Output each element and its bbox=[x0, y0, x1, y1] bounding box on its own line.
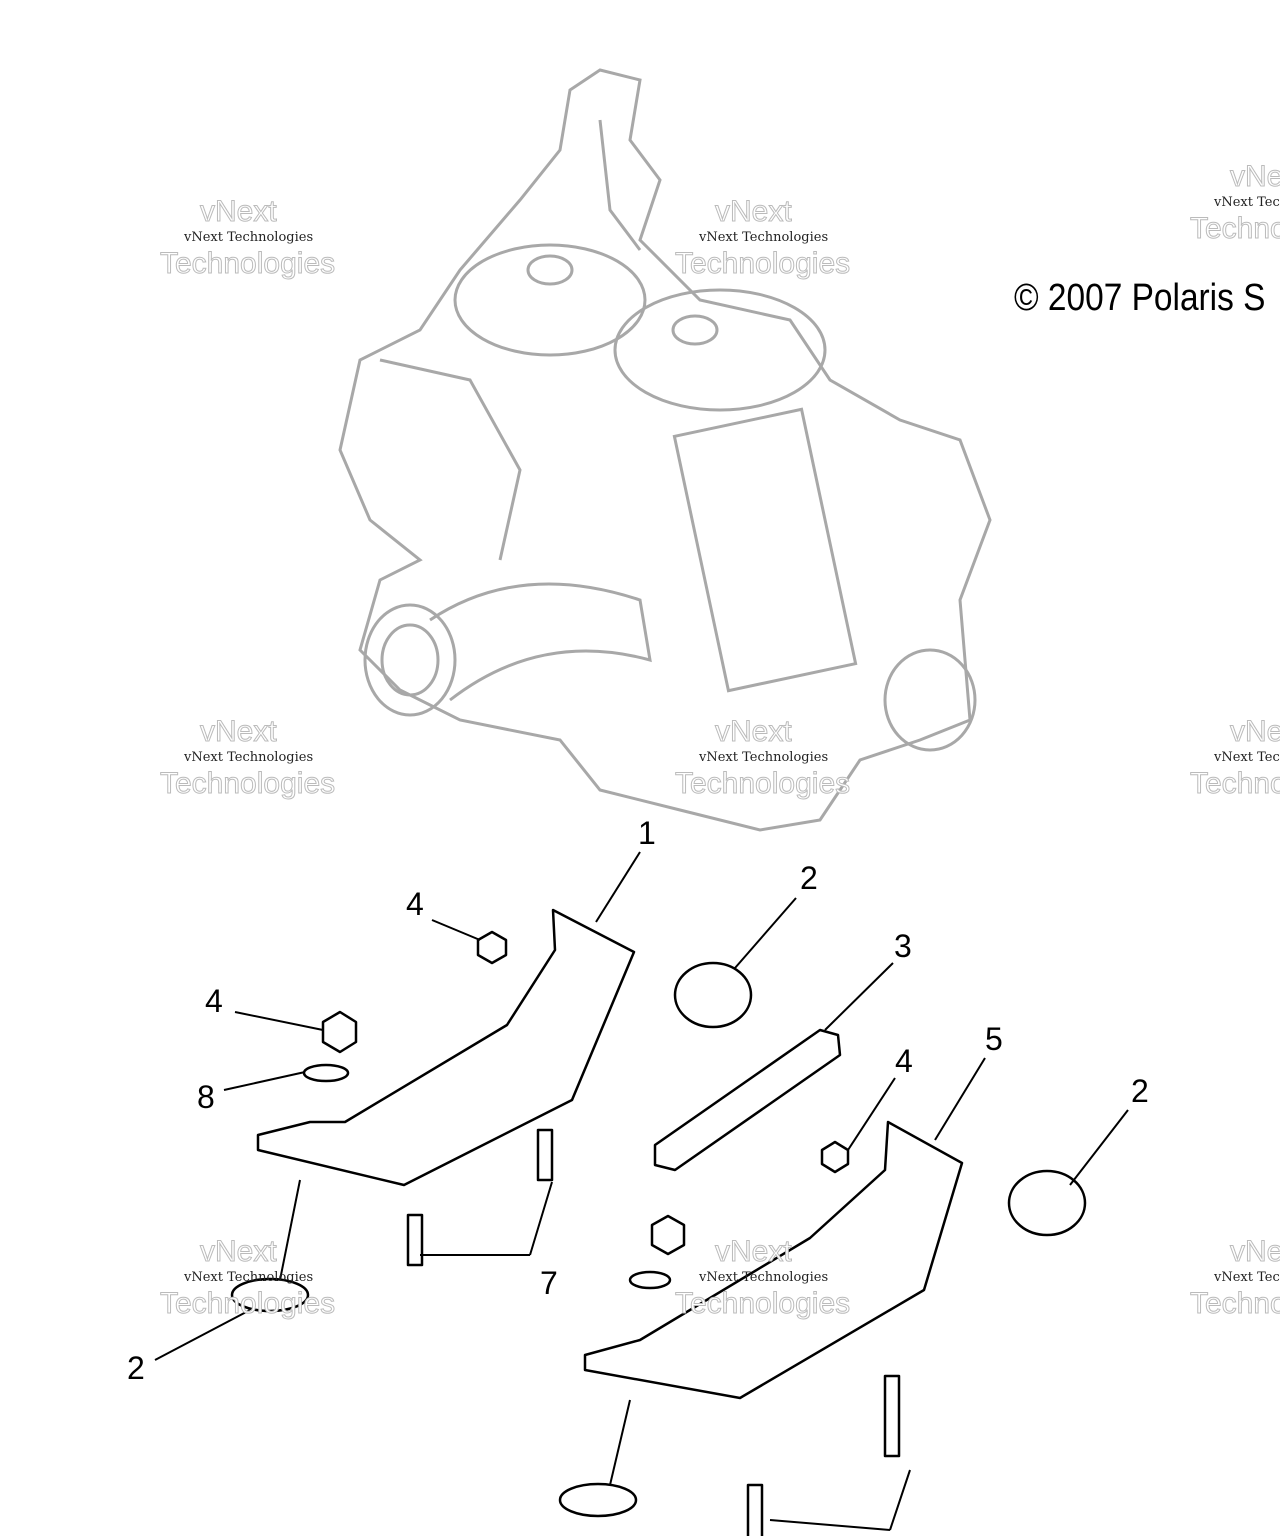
rubber-mount-top bbox=[673, 961, 753, 1029]
rubber-mount-bottom bbox=[558, 1482, 638, 1518]
nut bbox=[321, 1010, 358, 1054]
callout-4: 4 bbox=[406, 886, 424, 922]
rubber-mount-right bbox=[1007, 1169, 1087, 1237]
washer bbox=[302, 1063, 350, 1083]
washer bbox=[628, 1270, 672, 1290]
engine-illustration bbox=[338, 68, 992, 832]
callout-2: 2 bbox=[127, 1350, 145, 1386]
copyright-notice: © 2007 Polaris S bbox=[1014, 277, 1266, 319]
nut bbox=[476, 930, 508, 965]
engine-mount-bracket-rear bbox=[583, 1120, 964, 1400]
torque-link bbox=[653, 1028, 842, 1172]
bolt bbox=[406, 1213, 424, 1267]
callout-2: 2 bbox=[800, 860, 818, 896]
callout-7: 7 bbox=[540, 1265, 558, 1301]
nut bbox=[820, 1140, 850, 1174]
callout-5: 5 bbox=[985, 1021, 1003, 1057]
bolt bbox=[746, 1483, 764, 1536]
callout-8: 8 bbox=[197, 1079, 215, 1115]
callout-numbers: 1 2 3 4 4 8 4 5 2 7 2 bbox=[127, 815, 1149, 1386]
callout-2: 2 bbox=[1131, 1073, 1149, 1109]
bolt bbox=[883, 1374, 901, 1458]
callout-1: 1 bbox=[638, 815, 656, 851]
callout-4: 4 bbox=[205, 983, 223, 1019]
nut bbox=[650, 1214, 686, 1256]
callout-3: 3 bbox=[894, 928, 912, 964]
bolt bbox=[536, 1128, 554, 1182]
rubber-mount-left bbox=[230, 1277, 310, 1313]
parts bbox=[230, 908, 1087, 1536]
leader-lines bbox=[154, 851, 1129, 1531]
engine-mount-bracket-front bbox=[256, 908, 636, 1187]
callout-4: 4 bbox=[895, 1043, 913, 1079]
